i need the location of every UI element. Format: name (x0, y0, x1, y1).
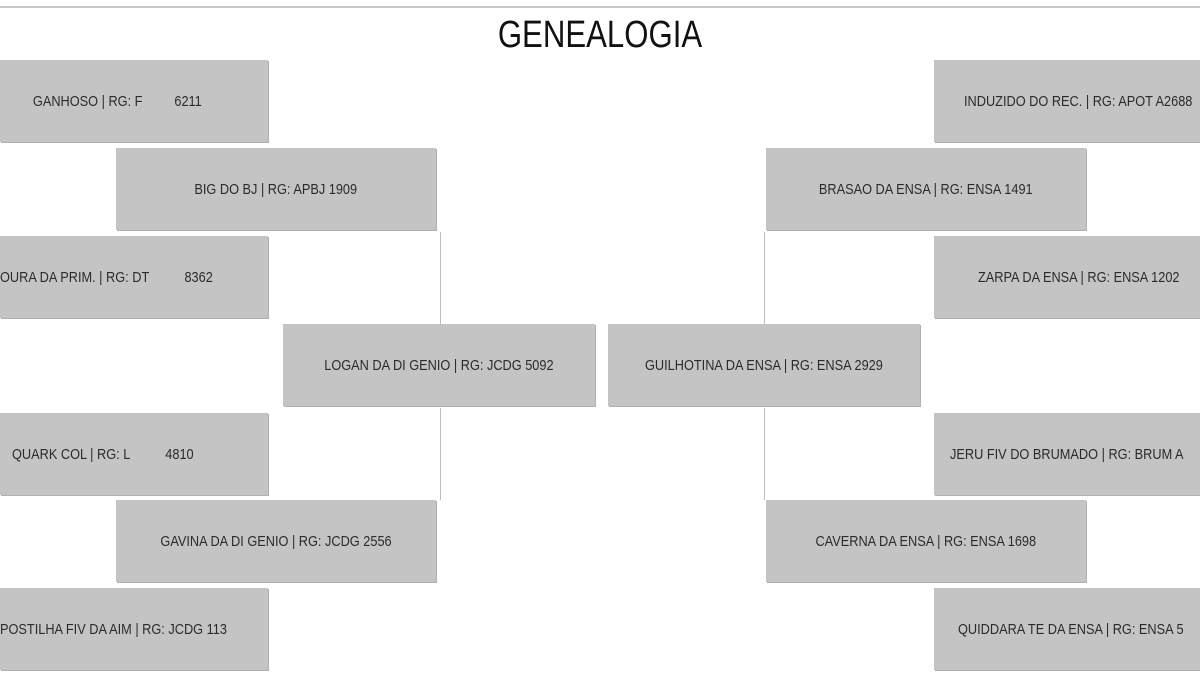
pedigree-box-quark-col: QUARK COL | RG: L 4810 (0, 413, 268, 495)
pedigree-box-quiddara-te-da-ensa: QUIDDARA TE DA ENSA | RG: ENSA 5 (934, 588, 1200, 670)
pedigree-box-brasao-da-ensa: BRASAO DA ENSA | RG: ENSA 1491 (766, 148, 1086, 230)
pedigree-box-logan-da-di-genio: LOGAN DA DI GENIO | RG: JCDG 5092 (283, 324, 595, 406)
pedigree-box-ganhoso: GANHOSO | RG: F 6211 (0, 60, 268, 142)
pedigree-box-guilhotina-da-ensa: GUILHOTINA DA ENSA | RG: ENSA 2929 (608, 324, 920, 406)
pedigree-box-gavina-da-di-genio: GAVINA DA DI GENIO | RG: JCDG 2556 (116, 500, 436, 582)
pedigree-box-zarpa-da-ensa: ZARPA DA ENSA | RG: ENSA 1202 (934, 236, 1200, 318)
pedigree-box-caverna-da-ensa: CAVERNA DA ENSA | RG: ENSA 1698 (766, 500, 1086, 582)
connector-right-lower (764, 408, 765, 500)
connector-left-upper (440, 232, 441, 324)
pedigree-box-big-do-bj: BIG DO BJ | RG: APBJ 1909 (116, 148, 436, 230)
pedigree-box-postilha-fiv-da-aim: POSTILHA FIV DA AIM | RG: JCDG 113 (0, 588, 268, 670)
pedigree-box-oura-da-prim: OURA DA PRIM. | RG: DT 8362 (0, 236, 268, 318)
top-rule (0, 6, 1200, 8)
pedigree-box-jeru-fiv-do-brumado: JERU FIV DO BRUMADO | RG: BRUM A (934, 413, 1200, 495)
connector-left-lower (440, 408, 441, 500)
page-title: GENEALOGIA (497, 14, 703, 56)
connector-right-upper (764, 232, 765, 324)
pedigree-box-induzido-do-rec: INDUZIDO DO REC. | RG: APOT A2688 (934, 60, 1200, 142)
